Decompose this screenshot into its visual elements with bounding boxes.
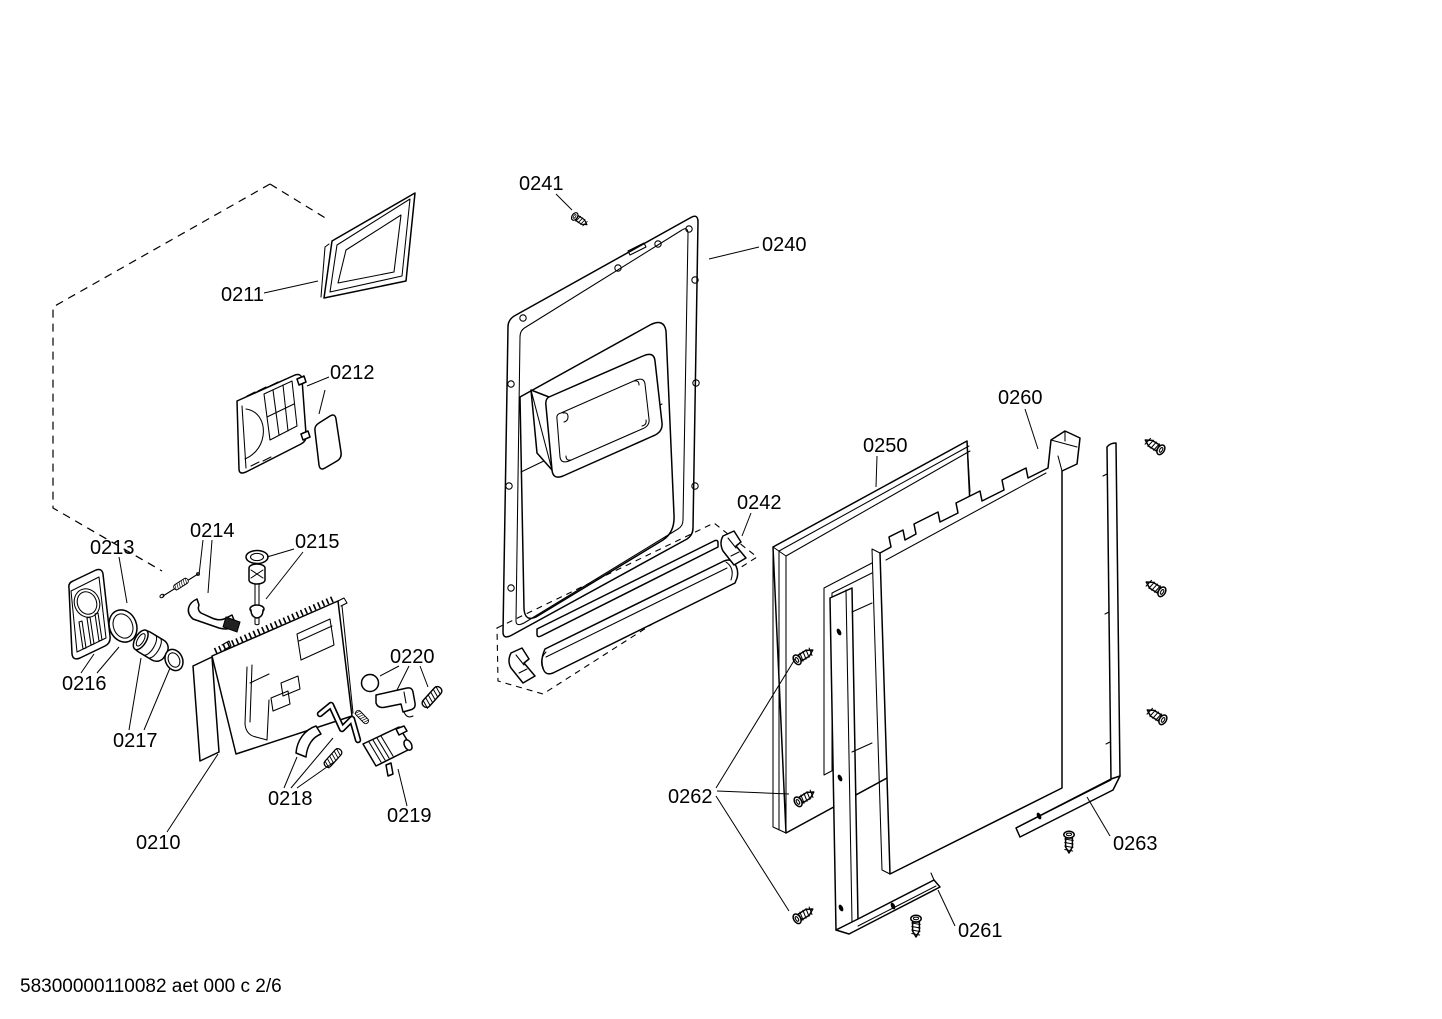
leader-lines — [80, 193, 1111, 927]
screw-right-2 — [1142, 576, 1169, 599]
part-0211-window-frame — [320, 192, 416, 299]
screw-bottom-2 — [1063, 830, 1075, 854]
leader-0215 — [265, 548, 304, 600]
part-label-0219: 0219 — [387, 805, 432, 827]
leader-0262 — [715, 658, 796, 912]
ball-0220 — [360, 673, 380, 693]
spring-crank — [353, 708, 371, 726]
spring-0214 — [172, 576, 190, 592]
part-0219-actuator — [362, 725, 413, 777]
part-label-0240: 0240 — [762, 234, 807, 256]
part-0212-dispenser-frame — [236, 373, 311, 474]
part-label-0213: 0213 — [90, 537, 135, 559]
part-label-0241: 0241 — [519, 173, 564, 195]
part-0242-trim-assembly — [496, 522, 758, 695]
part-0215-shaft — [245, 549, 269, 626]
part-0210-dispenser-body — [192, 595, 354, 762]
leader-0260 — [1024, 408, 1039, 450]
part-label-0217: 0217 — [113, 730, 158, 752]
spring-0220 — [419, 684, 445, 710]
trim-clip-left — [508, 647, 536, 684]
screw-bottom-1 — [910, 914, 922, 938]
part-0214-spring-lever — [159, 572, 241, 633]
spring-0218 — [322, 746, 344, 770]
leader-0242 — [741, 512, 752, 537]
screw-right-3 — [1143, 704, 1170, 727]
leader-0263 — [1086, 796, 1111, 837]
screw-0262-3 — [790, 903, 817, 926]
part-label-0220: 0220 — [390, 646, 435, 668]
leader-0261 — [937, 889, 956, 927]
leader-0241 — [555, 193, 573, 211]
part-label-0212: 0212 — [330, 362, 375, 384]
part-0213-seal-ring — [108, 609, 138, 643]
screw-right-1 — [1141, 434, 1168, 457]
part-0261-mounting-frame — [829, 587, 941, 935]
leader-0218 — [283, 737, 335, 789]
part-label-0216: 0216 — [62, 673, 107, 695]
part-label-0250: 0250 — [863, 435, 908, 457]
document-number: 58300000110082 aet 000 c 2/6 — [20, 976, 282, 997]
leader-0211 — [263, 280, 319, 294]
part-0220-latch-set — [360, 673, 445, 718]
part-labels: 0210 0211 0212 0213 0214 0215 0216 0217 … — [62, 173, 1158, 942]
part-0217-coupling — [132, 629, 184, 672]
part-label-0215: 0215 — [295, 531, 340, 553]
leader-0214 — [198, 539, 213, 594]
part-label-0260: 0260 — [998, 387, 1043, 409]
leader-0213 — [118, 556, 128, 604]
leader-0217 — [128, 657, 171, 731]
part-0240-inner-door-panel — [502, 215, 700, 638]
screw-0241 — [569, 210, 590, 229]
leader-0250 — [875, 455, 878, 488]
part-label-0210: 0210 — [136, 832, 181, 854]
leader-0210 — [166, 753, 219, 833]
part-label-0242: 0242 — [737, 492, 782, 514]
leader-0219 — [397, 768, 408, 807]
part-label-0262: 0262 — [668, 786, 713, 808]
projection-dashed-lines — [52, 183, 328, 572]
part-0263-side-trim — [1015, 442, 1121, 838]
part-label-0261: 0261 — [958, 920, 1003, 942]
part-label-0263: 0263 — [1113, 833, 1158, 855]
leader-0220 — [379, 665, 429, 691]
leader-0212 — [306, 376, 330, 415]
part-0218-lever-set — [295, 701, 371, 770]
trim-clip-right — [720, 530, 747, 566]
part-0212-lid — [314, 414, 342, 470]
leader-0216 — [80, 646, 120, 674]
part-label-0211: 0211 — [221, 284, 264, 306]
part-label-0218: 0218 — [268, 788, 313, 810]
part-0260-outer-door-panel — [871, 430, 1081, 875]
part-label-0214: 0214 — [190, 520, 235, 542]
leader-0240 — [708, 246, 760, 260]
part-0216-vent-grille — [68, 568, 111, 660]
